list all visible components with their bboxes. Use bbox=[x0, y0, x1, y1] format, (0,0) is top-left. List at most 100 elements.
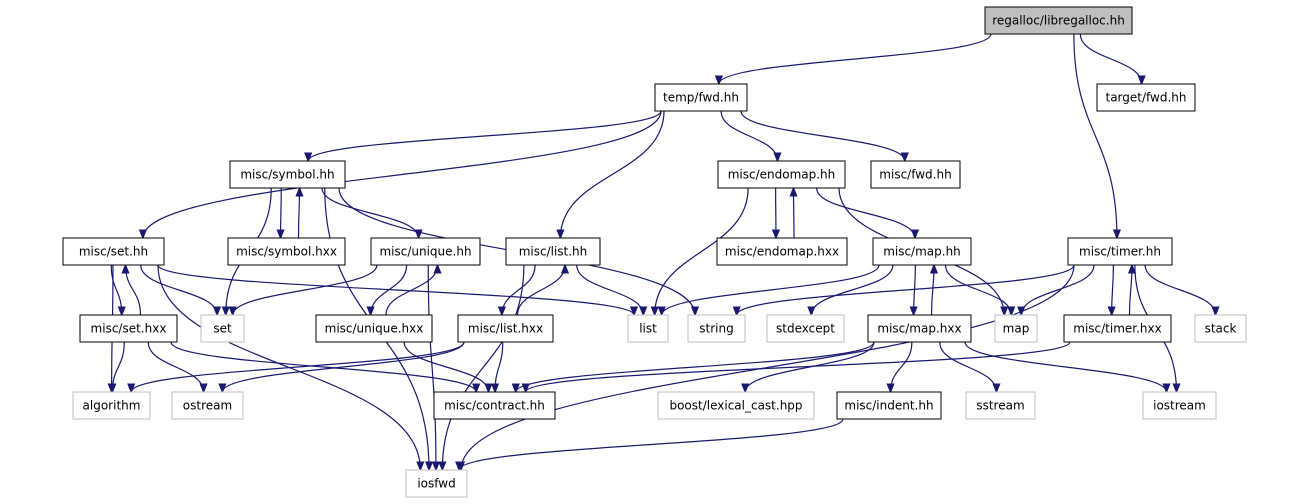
node-label: misc/unique.hh bbox=[379, 245, 471, 259]
edge-misc-set-hh-to-misc-set-hxx bbox=[110, 264, 122, 315]
node-box bbox=[1142, 391, 1217, 420]
edge-misc-set-hxx-to-misc-set-hh bbox=[126, 265, 142, 316]
edge-misc-map-hxx-to-sstream bbox=[939, 341, 997, 392]
node-label: algorithm bbox=[83, 399, 141, 413]
node-misc-endomap-hh[interactable]: misc/endomap.hh bbox=[717, 160, 846, 189]
edge-misc-timer-hxx-to-misc-timer-hh bbox=[1130, 265, 1133, 316]
node-label: ostream bbox=[183, 399, 232, 413]
node-label: target/fwd.hh bbox=[1106, 91, 1187, 105]
edge-misc-map-hh-to-misc-map-hxx bbox=[914, 264, 916, 315]
edge-misc-list-hxx-to-misc-contract-hh bbox=[495, 341, 504, 392]
node-set: set bbox=[200, 314, 245, 343]
node-box bbox=[1194, 314, 1247, 343]
node-box bbox=[687, 314, 746, 343]
node-misc-endomap-hxx[interactable]: misc/endomap.hxx bbox=[716, 237, 848, 266]
node-misc-symbol-hxx[interactable]: misc/symbol.hxx bbox=[227, 237, 346, 266]
node-box bbox=[227, 237, 346, 266]
node-label: misc/symbol.hh bbox=[240, 168, 334, 182]
node-box bbox=[716, 237, 848, 266]
edge-misc-set-hh-to-set bbox=[140, 264, 217, 315]
node-stack: stack bbox=[1194, 314, 1247, 343]
edge-regalloc-libregalloc-hh-to-temp-fwd-hh bbox=[719, 33, 992, 84]
node-misc-set-hxx[interactable]: misc/set.hxx bbox=[79, 314, 178, 343]
node-misc-contract-hh[interactable]: misc/contract.hh bbox=[433, 391, 556, 420]
node-label: misc/list.hxx bbox=[468, 322, 543, 336]
node-label: misc/unique.hxx bbox=[325, 322, 424, 336]
node-misc-set-hh[interactable]: misc/set.hh bbox=[62, 237, 165, 266]
edge-temp-fwd-hh-to-misc-symbol-hh bbox=[308, 110, 662, 161]
node-label: temp/fwd.hh bbox=[663, 91, 739, 105]
node-label: misc/set.hh bbox=[79, 245, 148, 259]
node-box bbox=[72, 391, 151, 420]
node-box bbox=[994, 314, 1038, 343]
node-misc-symbol-hh[interactable]: misc/symbol.hh bbox=[229, 160, 346, 189]
node-misc-unique-hh[interactable]: misc/unique.hh bbox=[370, 237, 481, 266]
node-misc-timer-hh[interactable]: misc/timer.hh bbox=[1067, 237, 1173, 266]
node-label: stdexcept bbox=[776, 322, 835, 336]
node-box bbox=[872, 237, 972, 266]
node-box bbox=[505, 237, 601, 266]
node-box bbox=[62, 237, 165, 266]
node-temp-fwd-hh[interactable]: temp/fwd.hh bbox=[654, 83, 748, 112]
node-misc-indent-hh[interactable]: misc/indent.hh bbox=[836, 391, 942, 420]
node-target-fwd-hh[interactable]: target/fwd.hh bbox=[1096, 83, 1196, 112]
node-label: misc/contract.hh bbox=[444, 399, 545, 413]
edge-misc-symbol-hxx-to-misc-symbol-hh bbox=[299, 188, 300, 239]
nodes-layer: regalloc/libregalloc.hh temp/fwd.hh target… bbox=[62, 6, 1247, 498]
node-regalloc-libregalloc-hh[interactable]: regalloc/libregalloc.hh bbox=[984, 6, 1133, 35]
node-map: map bbox=[994, 314, 1038, 343]
node-label: misc/endomap.hxx bbox=[725, 245, 839, 259]
node-misc-unique-hxx[interactable]: misc/unique.hxx bbox=[315, 314, 433, 343]
node-box bbox=[717, 160, 846, 189]
node-label: misc/map.hxx bbox=[877, 322, 961, 336]
edge-misc-unique-hh-to-set bbox=[233, 264, 378, 315]
edge-misc-list-hxx-to-algorithm bbox=[131, 341, 465, 392]
node-box bbox=[405, 469, 468, 498]
edge-misc-set-hh-to-list bbox=[157, 264, 634, 315]
node-misc-map-hh[interactable]: misc/map.hh bbox=[872, 237, 972, 266]
edge-misc-timer-hxx-to-misc-contract-hh bbox=[526, 341, 1071, 392]
node-misc-fwd-hh[interactable]: misc/fwd.hh bbox=[870, 160, 961, 189]
node-stdexcept: stdexcept bbox=[766, 314, 845, 343]
node-iostream: iostream bbox=[1142, 391, 1217, 420]
node-box bbox=[79, 314, 178, 343]
edge-misc-timer-hh-to-stack bbox=[1144, 264, 1215, 315]
node-misc-list-hxx[interactable]: misc/list.hxx bbox=[457, 314, 554, 343]
edge-misc-list-hh-to-list bbox=[576, 264, 644, 315]
node-box bbox=[229, 160, 346, 189]
edge-misc-unique-hh-to-iosfwd bbox=[427, 264, 436, 470]
node-label: misc/timer.hxx bbox=[1073, 322, 1161, 336]
node-misc-list-hh[interactable]: misc/list.hh bbox=[505, 237, 601, 266]
node-box bbox=[867, 314, 972, 343]
node-box bbox=[171, 391, 244, 420]
edge-temp-fwd-hh-to-misc-endomap-hh bbox=[720, 110, 777, 161]
edge-misc-map-hxx-to-misc-map-hh bbox=[932, 265, 935, 316]
edge-temp-fwd-hh-to-misc-fwd-hh bbox=[740, 110, 905, 161]
node-label: misc/indent.hh bbox=[844, 399, 933, 413]
edge-misc-set-hxx-to-misc-contract-hh bbox=[170, 341, 476, 392]
node-label: misc/endomap.hh bbox=[728, 168, 836, 182]
node-misc-map-hxx[interactable]: misc/map.hxx bbox=[867, 314, 972, 343]
edge-misc-unique-hxx-to-misc-unique-hh bbox=[385, 265, 438, 316]
edge-misc-map-hxx-to-misc-contract-hh bbox=[516, 341, 875, 392]
node-box bbox=[1063, 314, 1172, 343]
node-label: boost/lexical_cast.hpp bbox=[669, 399, 802, 413]
node-ostream: ostream bbox=[171, 391, 244, 420]
edge-misc-indent-hh-to-iosfwd bbox=[459, 418, 844, 470]
node-box bbox=[657, 391, 815, 420]
node-label: regalloc/libregalloc.hh bbox=[992, 14, 1125, 28]
edge-misc-timer-hh-to-iosfwd bbox=[461, 264, 1075, 470]
node-box bbox=[433, 391, 556, 420]
node-sstream: sstream bbox=[965, 391, 1036, 420]
node-label: string bbox=[699, 322, 733, 336]
node-label: misc/list.hh bbox=[519, 245, 588, 259]
edge-misc-symbol-hh-to-misc-symbol-hxx bbox=[281, 187, 282, 238]
node-box bbox=[965, 391, 1036, 420]
edge-temp-fwd-hh-to-misc-list-hh bbox=[560, 110, 665, 238]
node-boost-lexical-cast-hpp: boost/lexical_cast.hpp bbox=[657, 391, 815, 420]
node-misc-timer-hxx[interactable]: misc/timer.hxx bbox=[1063, 314, 1172, 343]
edge-misc-map-hh-to-stdexcept bbox=[811, 264, 894, 315]
node-label: stack bbox=[1205, 322, 1237, 336]
edge-misc-unique-hxx-to-misc-contract-hh bbox=[403, 341, 488, 392]
